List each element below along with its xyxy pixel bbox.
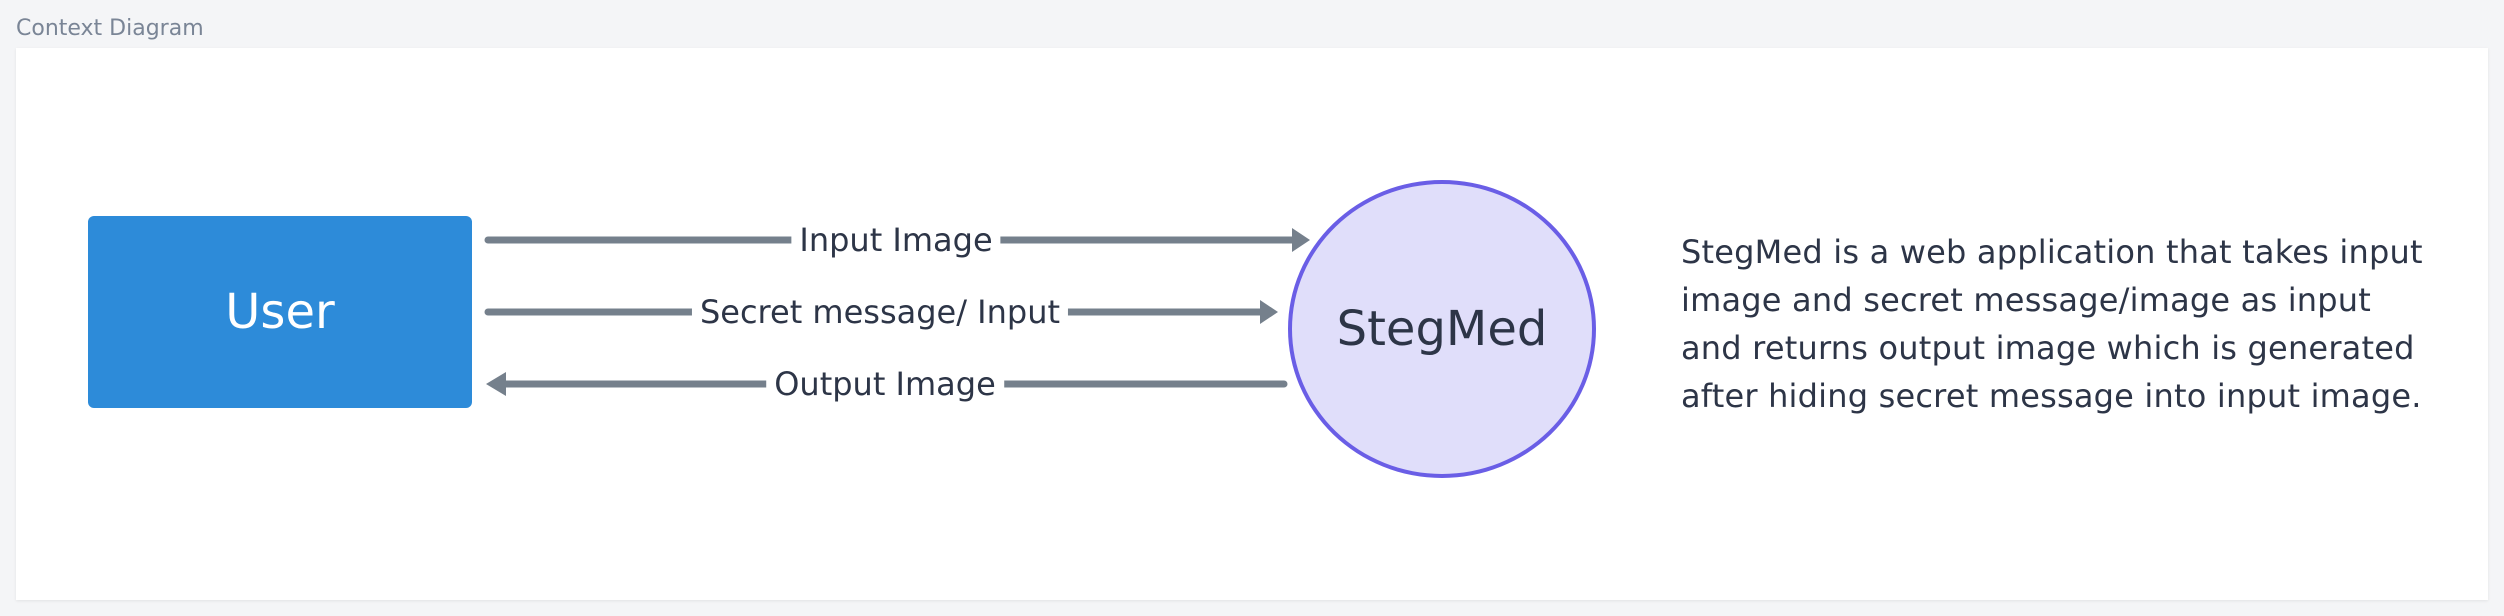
diagram-description: StegMed is a web application that takes … (1681, 233, 2423, 415)
flow-label-secret-message: Secret message/ Input (691, 292, 1069, 332)
system-label: StegMed (1336, 301, 1548, 357)
system-process-stegmed: StegMed (1288, 180, 1596, 478)
flow-label-output-image: Output Image (766, 364, 1004, 404)
flow-label-input-image: Input Image (791, 220, 1001, 260)
arrowhead-output-image (486, 372, 506, 396)
arrowhead-secret-message (1260, 300, 1278, 324)
arrowhead-input-image (1292, 228, 1310, 252)
page-title: Context Diagram (16, 16, 204, 41)
external-entity-user: User (88, 216, 472, 408)
entity-label: User (225, 284, 335, 340)
